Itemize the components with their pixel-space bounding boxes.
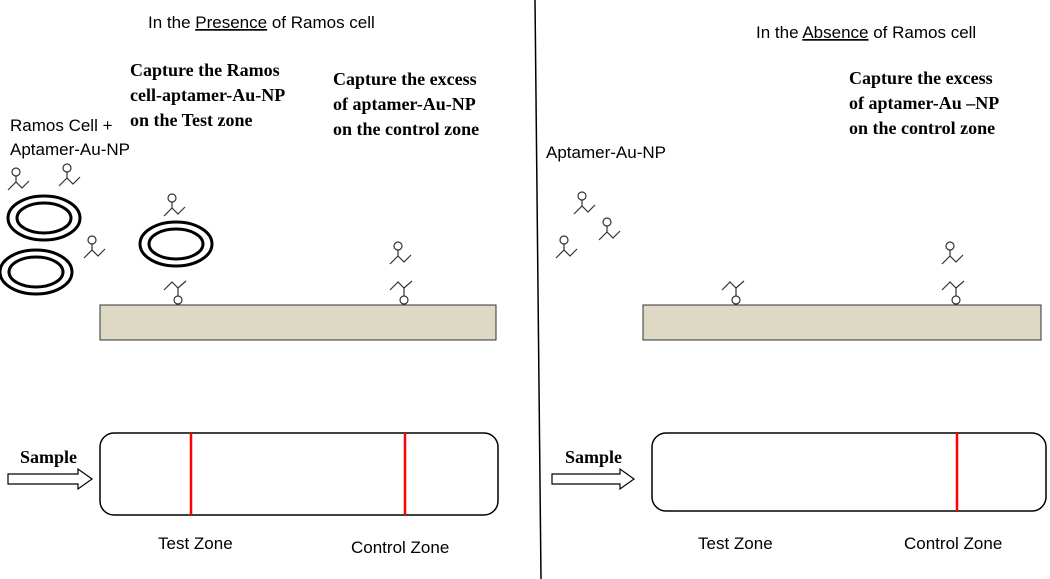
aptamer-np [598, 217, 621, 241]
right-test-zone-label: Test Zone [698, 534, 773, 553]
aptamer-np [163, 193, 186, 217]
panel-divider [534, 0, 542, 579]
sample-arrow [551, 467, 636, 491]
left-control-zone-label: Control Zone [351, 538, 449, 557]
right-sample-label: Sample [565, 447, 622, 467]
substrate-strip [99, 304, 497, 341]
left-test-caption: Capture the Ramos cell-aptamer-Au-NP on … [130, 60, 289, 130]
left-reagent-label: Ramos Cell + Aptamer-Au-NP [10, 116, 130, 159]
sample-arrow [7, 467, 94, 491]
left-panel-title: In the Presence of Ramos cell [148, 13, 375, 32]
right-test-strip [651, 432, 1047, 512]
aptamer-np [58, 163, 81, 187]
capture-aptamer [941, 280, 965, 305]
aptamer-np [941, 241, 964, 265]
ramos-cell [6, 194, 82, 242]
right-reagent-label: Aptamer-Au-NP [546, 143, 666, 162]
aptamer-np [389, 241, 412, 265]
right-panel-title: In the Absence of Ramos cell [756, 23, 976, 42]
left-test-zone-label: Test Zone [158, 534, 233, 553]
substrate-strip [642, 304, 1042, 341]
ramos-cell [138, 220, 214, 268]
left-test-strip [99, 432, 499, 516]
ramos-cell [0, 248, 74, 296]
right-control-zone-label: Control Zone [904, 534, 1002, 553]
capture-aptamer [389, 280, 413, 305]
right-panel: In the Absence of Ramos cell Capture the… [546, 23, 1047, 553]
aptamer-np [83, 235, 106, 259]
aptamer-np [555, 235, 578, 259]
capture-aptamer [721, 280, 745, 305]
aptamer-np [573, 191, 596, 215]
right-control-caption: Capture the excess of aptamer-Au –NP on … [849, 68, 1003, 138]
left-sample-label: Sample [20, 447, 77, 467]
aptamer-np [7, 167, 30, 191]
capture-aptamer [163, 280, 187, 305]
left-panel: In the Presence of Ramos cell Ramos Cell… [0, 13, 499, 557]
left-control-caption: Capture the excess of aptamer-Au-NP on t… [333, 69, 481, 139]
